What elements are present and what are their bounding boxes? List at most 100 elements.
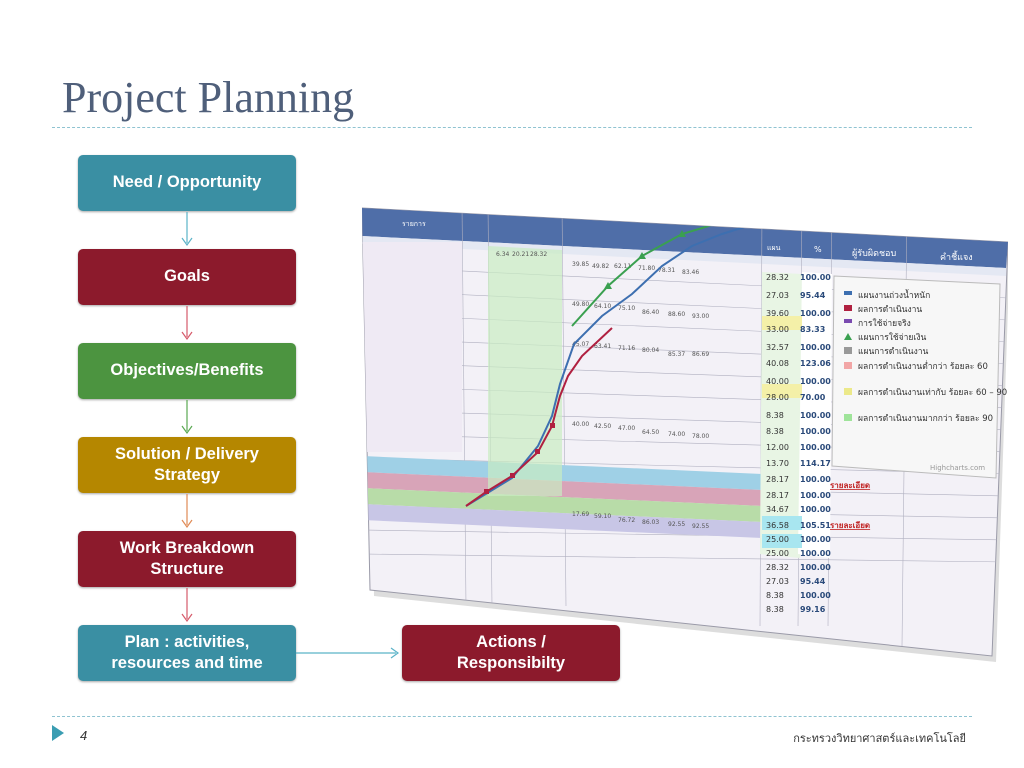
svg-text:63.41: 63.41 xyxy=(594,343,611,350)
plan-value: 28.17 xyxy=(766,475,789,484)
svg-text:49.82: 49.82 xyxy=(592,263,609,270)
svg-text:93.00: 93.00 xyxy=(692,313,709,320)
svg-text:86.40: 86.40 xyxy=(642,309,659,316)
svg-text:74.00: 74.00 xyxy=(668,431,685,438)
legend-item: แผนการดำเนินงาน xyxy=(858,347,928,357)
svg-text:83.46: 83.46 xyxy=(682,269,699,276)
svg-text:64.50: 64.50 xyxy=(642,429,659,436)
plan-value: 40.08 xyxy=(766,359,789,368)
svg-text:40.00: 40.00 xyxy=(572,421,589,428)
svg-text:64.10: 64.10 xyxy=(594,303,611,310)
percent-value: 83.33 xyxy=(800,325,825,334)
plan-value: 8.38 xyxy=(766,427,784,436)
plan-value: 13.70 xyxy=(766,459,789,468)
plan-activities-box: Plan : activities, resources and time xyxy=(78,625,296,681)
svg-text:42.50: 42.50 xyxy=(594,423,611,430)
svg-text:62.11: 62.11 xyxy=(614,263,631,270)
slide-title: Project Planning xyxy=(62,73,355,122)
svg-text:85.37: 85.37 xyxy=(668,351,685,358)
percent-value: 100.00 xyxy=(800,475,831,484)
legend-item: การใช้จ่ายจริง xyxy=(858,318,911,329)
legend-item: ผลการดำเนินงานมากกว่า ร้อยละ 90 xyxy=(858,413,993,424)
svg-text:71.80: 71.80 xyxy=(638,265,655,272)
percent-value: 100.00 xyxy=(800,343,831,352)
plan-value: 32.57 xyxy=(766,343,789,352)
plan-value: 27.03 xyxy=(766,577,789,586)
percent-value: 95.44 xyxy=(800,291,826,300)
percent-value: 100.00 xyxy=(800,411,831,420)
plan-value: 28.00 xyxy=(766,393,789,402)
page-number: 4 xyxy=(80,728,88,743)
plan-value: 28.32 xyxy=(766,563,789,572)
legend-item: ผลการดำเนินงานต่ำกว่า ร้อยละ 60 xyxy=(858,360,988,372)
title-divider xyxy=(52,127,972,128)
legend-item: ผลการดำเนินงาน xyxy=(858,305,922,315)
objectives-benefits-box: Objectives/Benefits xyxy=(78,343,296,399)
header-percent: % xyxy=(814,245,822,254)
header-responsible: ผู้รับผิดชอบ xyxy=(852,248,896,259)
plan-value: 40.00 xyxy=(766,377,789,386)
svg-text:80.04: 80.04 xyxy=(642,347,659,354)
percent-value: 100.00 xyxy=(800,591,831,600)
svg-text:92.55: 92.55 xyxy=(692,523,709,530)
percent-value: 100.00 xyxy=(800,549,831,558)
footer-arrow-icon xyxy=(52,725,64,741)
actions-responsibility-box: Actions / Responsibilty xyxy=(402,625,620,681)
chart-legend: แผนงานถ่วงน้ำหนัก ผลการดำเนินงาน การใช้จ… xyxy=(831,275,1007,479)
svg-text:28.32: 28.32 xyxy=(530,251,547,258)
legend-item: แผนงานถ่วงน้ำหนัก xyxy=(858,289,930,301)
footer-organization: กระทรวงวิทยาศาสตร์และเทคโนโลยี xyxy=(793,733,966,745)
plan-value: 39.60 xyxy=(766,309,789,318)
percent-value: 100.00 xyxy=(800,443,831,452)
percent-value: 99.16 xyxy=(800,605,826,614)
percent-value: 100.00 xyxy=(800,505,831,514)
header-item: รายการ xyxy=(402,220,426,228)
work-breakdown-box: Work Breakdown Structure xyxy=(78,531,296,587)
plan-value: 25.00 xyxy=(766,549,789,558)
svg-text:78.31: 78.31 xyxy=(658,267,675,274)
plan-value: 36.58 xyxy=(766,521,789,530)
chart-credit: Highcharts.com xyxy=(930,464,985,472)
svg-text:59.10: 59.10 xyxy=(594,513,611,520)
footer-divider xyxy=(52,716,972,717)
plan-value: 25.00 xyxy=(766,535,789,544)
svg-text:75.10: 75.10 xyxy=(618,305,635,312)
percent-value: 100.00 xyxy=(800,273,831,282)
svg-text:49.80: 49.80 xyxy=(572,301,589,308)
header-plan: แผน xyxy=(767,244,781,252)
percent-value: 100.00 xyxy=(800,377,831,386)
plan-value: 12.00 xyxy=(766,443,789,452)
percent-value: 95.44 xyxy=(800,577,826,586)
plan-value: 33.00 xyxy=(766,325,789,334)
legend-item: แผนการใช้จ่ายเงิน xyxy=(858,332,926,343)
svg-text:39.85: 39.85 xyxy=(572,261,589,268)
plan-value: 28.32 xyxy=(766,273,789,282)
plan-value: 8.38 xyxy=(766,591,784,600)
percent-value: 123.06 xyxy=(800,359,831,368)
svg-text:17.69: 17.69 xyxy=(572,511,589,518)
percent-value: 100.00 xyxy=(800,427,831,436)
svg-text:76.72: 76.72 xyxy=(618,517,635,524)
svg-text:88.60: 88.60 xyxy=(668,311,685,318)
percent-value: 105.51 xyxy=(800,521,831,530)
percent-value: 70.00 xyxy=(800,393,826,402)
plan-value: 8.38 xyxy=(766,411,784,420)
svg-text:45.07: 45.07 xyxy=(572,341,589,348)
percent-value: 100.00 xyxy=(800,309,831,318)
svg-text:71.16: 71.16 xyxy=(618,345,635,352)
detail-link: รายละเอียด xyxy=(830,480,870,490)
solution-delivery-box: Solution / Delivery Strategy xyxy=(78,437,296,493)
percent-value: 100.00 xyxy=(800,535,831,544)
detail-link: รายละเอียด xyxy=(830,520,870,530)
svg-text:86.69: 86.69 xyxy=(692,351,709,358)
svg-text:20.21: 20.21 xyxy=(512,251,529,258)
header-explanation: คำชี้แจง xyxy=(940,250,973,263)
svg-text:78.00: 78.00 xyxy=(692,433,709,440)
svg-text:6.34: 6.34 xyxy=(496,251,510,258)
percent-value: 114.17 xyxy=(800,459,831,468)
percent-value: 100.00 xyxy=(800,563,831,572)
svg-text:86.03: 86.03 xyxy=(642,519,659,526)
plan-value: 27.03 xyxy=(766,291,789,300)
